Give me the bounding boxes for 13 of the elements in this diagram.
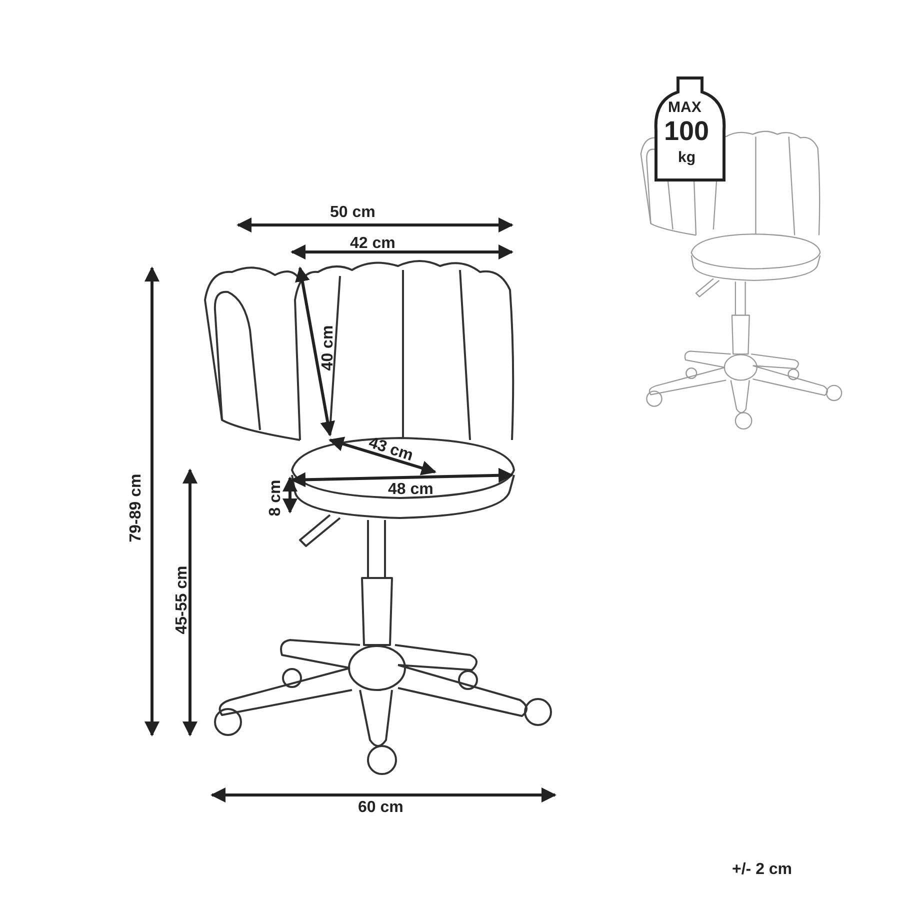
- weight-value: 100: [664, 118, 710, 145]
- dimension-label: 50 cm: [330, 205, 376, 221]
- dimension-label: 43 cm: [366, 435, 415, 465]
- dimension-label: 79-89 cm: [128, 474, 144, 542]
- dimension-label: 48 cm: [388, 482, 434, 498]
- weight-label: MAX: [668, 100, 702, 115]
- dimension-label: 8 cm: [268, 480, 284, 516]
- weight-unit: kg: [678, 150, 696, 165]
- tolerance-note: +/- 2 cm: [732, 862, 792, 878]
- dimension-label: 42 cm: [350, 236, 396, 252]
- dimension-label: 60 cm: [358, 800, 404, 816]
- dimension-label: 40 cm: [320, 325, 337, 371]
- dimension-label: 45-55 cm: [174, 566, 190, 634]
